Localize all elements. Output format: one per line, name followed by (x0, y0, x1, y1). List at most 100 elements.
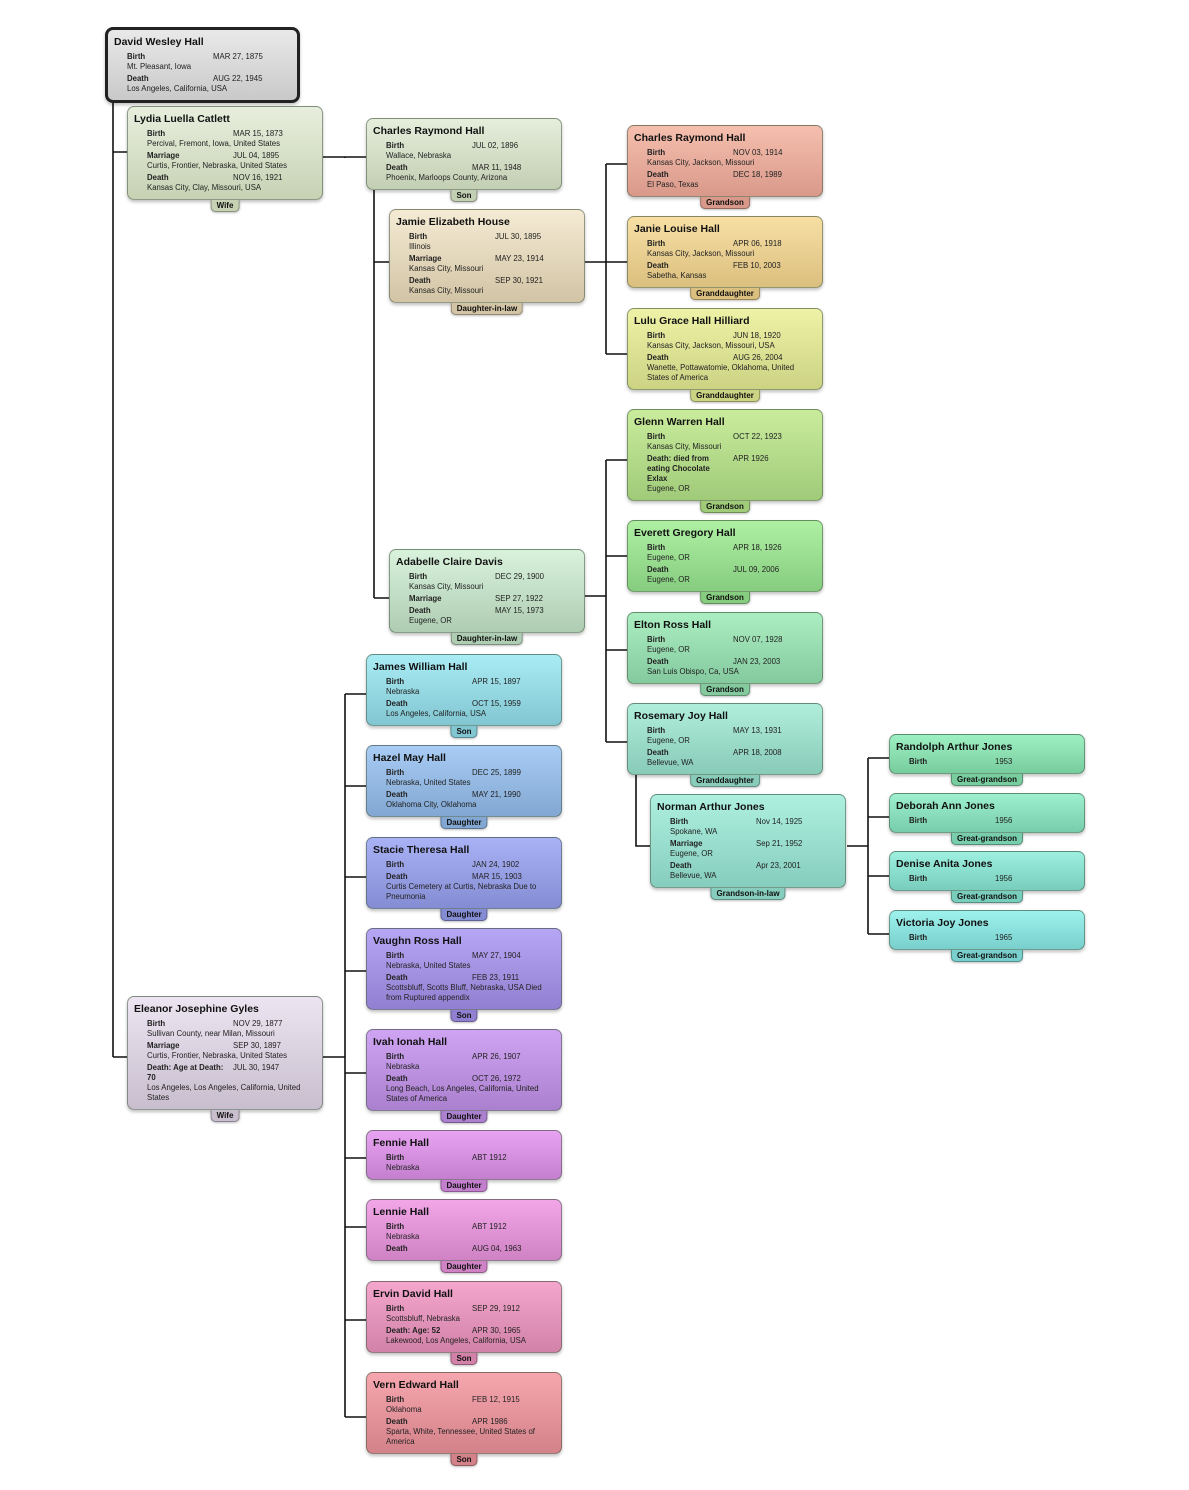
event-label: Birth (147, 1019, 166, 1028)
person-name: Denise Anita Jones (896, 858, 993, 870)
event-place: Kansas City, Missouri (647, 442, 722, 451)
event-date: NOV 16, 1921 (233, 173, 283, 182)
event-label: Birth (909, 933, 928, 942)
event-date: MAR 27, 1875 (213, 52, 263, 61)
event-date: APR 1986 (472, 1417, 508, 1426)
event-place: Percival, Fremont, Iowa, United States (147, 139, 281, 148)
relation-badge: Grandson-in-law (710, 888, 786, 900)
event-place: Los Angeles, California, USA (386, 709, 487, 718)
person-name: James William Hall (373, 661, 468, 673)
event-date: AUG 26, 2004 (733, 353, 783, 362)
person-name: Lulu Grace Hall Hilliard (634, 315, 750, 327)
event-place: Nebraska, United States (386, 778, 471, 787)
person-name: Fennie Hall (373, 1137, 430, 1149)
relation-badge: Grandson (700, 592, 750, 604)
event-place: Los Angeles, Los Angeles, California, Un… (147, 1083, 301, 1102)
event-date: APR 26, 1907 (472, 1052, 521, 1061)
event-label: Death (386, 1074, 408, 1083)
event-date: Apr 23, 2001 (756, 861, 801, 870)
event-label: Death (127, 74, 149, 83)
event-date: JUL 30, 1895 (495, 232, 542, 241)
event-date: APR 30, 1965 (472, 1326, 521, 1335)
event-date: APR 15, 1897 (472, 677, 521, 686)
event-date: MAR 15, 1873 (233, 129, 283, 138)
event-date: MAR 11, 1948 (472, 163, 522, 172)
event-place: Wanette, Pottawatomie, Oklahoma, United … (647, 363, 795, 382)
person-name: Eleanor Josephine Gyles (134, 1003, 259, 1015)
event-place: Kansas City, Jackson, Missouri, USA (647, 341, 775, 350)
relation-badge: Daughter (440, 1111, 488, 1123)
event-label: Marriage (670, 839, 703, 848)
person-name: Vaughn Ross Hall (373, 935, 462, 947)
event-place: Kansas City, Clay, Missouri, USA (147, 183, 262, 192)
relation-badge: Son (450, 1010, 478, 1022)
event-label: Death (647, 353, 669, 362)
event-place: Sabetha, Kansas (647, 271, 707, 280)
event-place: Nebraska (386, 687, 420, 696)
event-place: Oklahoma (386, 1405, 422, 1414)
event-label: Birth (127, 52, 146, 61)
person-name: Victoria Joy Jones (896, 917, 989, 929)
person-name: Deborah Ann Jones (896, 800, 995, 812)
person-name: Ervin David Hall (373, 1288, 453, 1300)
event-date: MAY 15, 1973 (495, 606, 544, 615)
person-name: Lennie Hall (373, 1206, 430, 1218)
event-place: Los Angeles, California, USA (127, 84, 228, 93)
event-date: JUL 02, 1896 (472, 141, 519, 150)
event-date: OCT 22, 1923 (733, 432, 782, 441)
event-label: Death (386, 1417, 408, 1426)
relation-badge: Daughter (440, 817, 488, 829)
event-place: Eugene, OR (647, 553, 690, 562)
event-label: Birth (647, 239, 666, 248)
event-label: Death: Age at Death: 70 (147, 1063, 224, 1082)
event-date: SEP 29, 1912 (472, 1304, 520, 1313)
person-name: Glenn Warren Hall (634, 416, 725, 428)
relation-badge: Son (450, 1353, 478, 1365)
event-label: Birth (386, 1304, 405, 1313)
event-place: Mt. Pleasant, Iowa (127, 62, 192, 71)
